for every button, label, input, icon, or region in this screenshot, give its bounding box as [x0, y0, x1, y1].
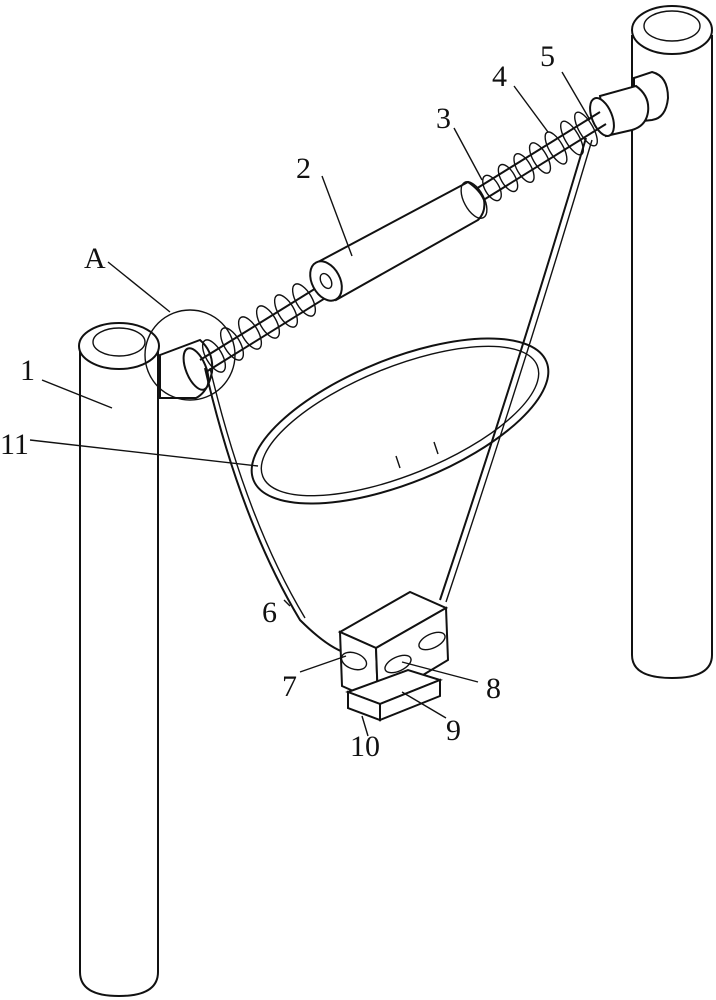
cylinder: [309, 180, 488, 302]
left-socket: [159, 338, 214, 399]
label-1: 1: [20, 354, 35, 387]
leader-lines: [29, 71, 591, 737]
right-spring: [482, 111, 598, 202]
left-spring: [201, 283, 317, 373]
label-3: 3: [436, 102, 451, 135]
label-A: A: [84, 242, 106, 275]
base-plate: [345, 668, 443, 722]
label-11: 11: [0, 428, 29, 461]
labels: 1 2 3 4 5 A 11 6 7 8 9 10: [0, 40, 555, 763]
left-post: [78, 322, 160, 998]
label-6: 6: [262, 596, 277, 629]
right-socket: [589, 70, 670, 138]
label-4: 4: [492, 60, 507, 93]
rope: [204, 137, 593, 655]
label-8: 8: [486, 672, 501, 705]
label-5: 5: [540, 40, 555, 73]
ring: [250, 337, 550, 505]
label-2: 2: [296, 152, 311, 185]
detail-circle: [144, 309, 236, 401]
label-9: 9: [446, 714, 461, 747]
label-7: 7: [282, 670, 297, 703]
right-post: [631, 5, 713, 680]
label-10: 10: [350, 730, 380, 763]
